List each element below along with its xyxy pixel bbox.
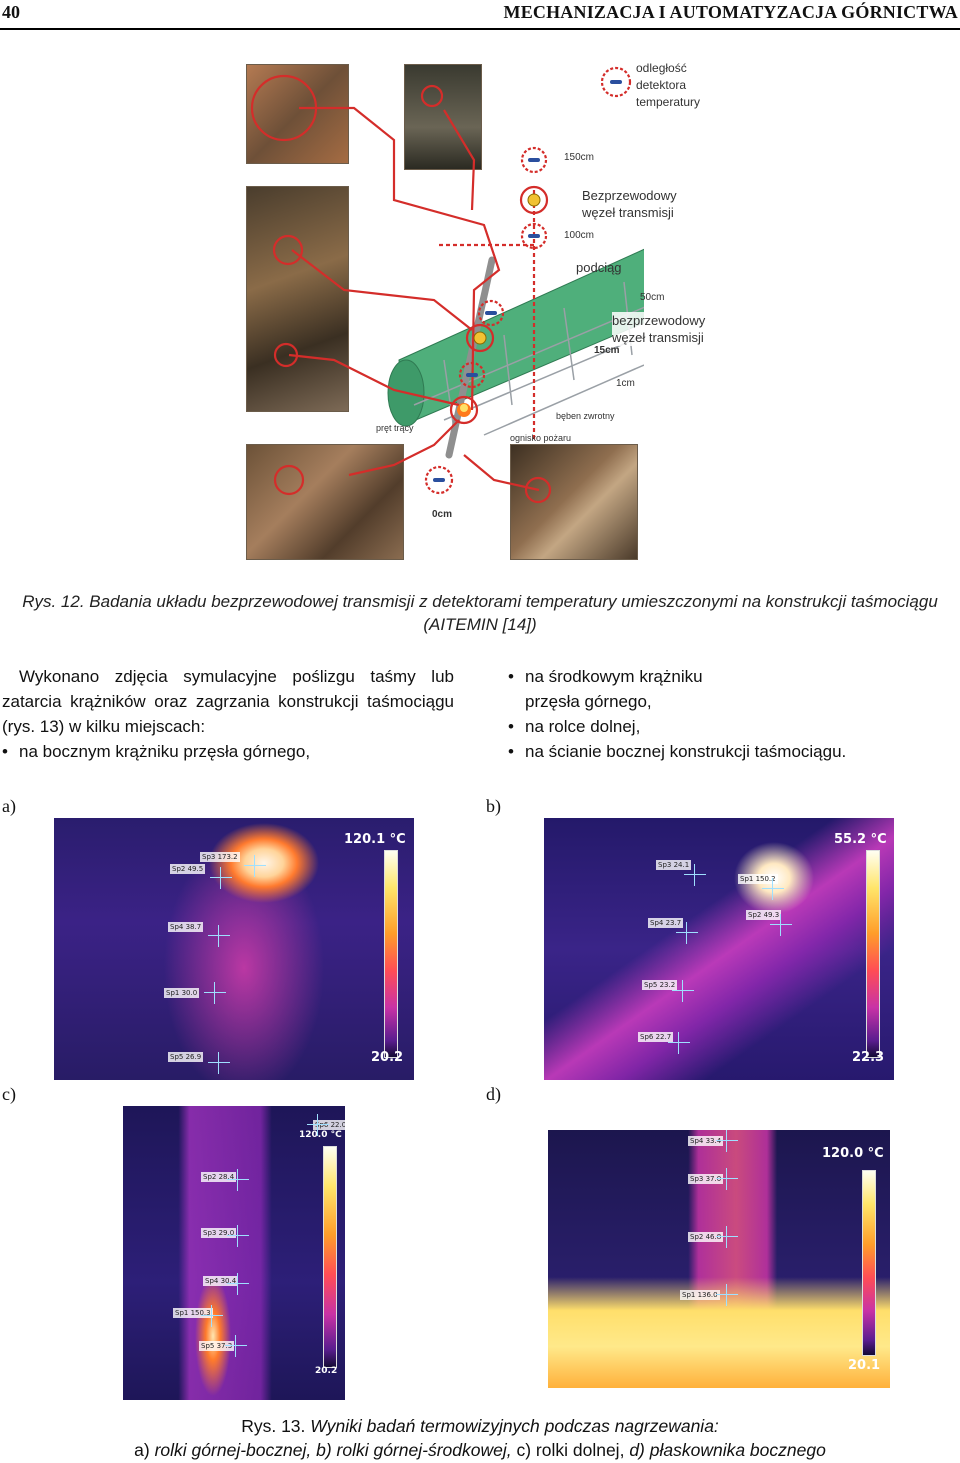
scale-min-label: 20.2 (315, 1366, 338, 1376)
photo-sensor-box (246, 64, 349, 164)
label-distance: odległość detektora temperatury (636, 61, 701, 109)
scale-min-label: 20.2 (371, 1050, 404, 1065)
body-right-column: na środkowym krążniku przęsła górnego, n… (508, 664, 958, 764)
temperature-scale (866, 850, 880, 1058)
photo-drum-right (510, 444, 638, 560)
fire-icon (457, 403, 471, 417)
body-paragraph: Wykonano zdjęcia symulacyjne poślizgu ta… (2, 667, 454, 736)
panel-label-b: b) (486, 796, 501, 816)
label-150cm: 150cm (564, 152, 595, 163)
sensor-markers (433, 80, 622, 482)
page-header: 40 MECHANIZACJA I AUTOMATYZACJA GÓRNICTW… (0, 0, 960, 30)
antenna-icons (473, 193, 541, 345)
panel-label-a: a) (2, 796, 16, 816)
bullet-item: na bocznym krążniku przęsła górnego, (2, 739, 454, 764)
label-drum: bęben zwrotny (556, 411, 615, 421)
thermal-image-d: 120.0 °C 20.1 Sp4 33.4 Sp3 37.0 Sp2 46.8… (548, 1130, 890, 1388)
scale-min-label: 22.3 (852, 1050, 885, 1065)
photo-drum-left (246, 444, 404, 560)
label-0cm: 0cm (432, 509, 453, 520)
figure-12: odległość detektora temperatury Bezprzew… (244, 60, 706, 560)
bullet-item: na ścianie bocznej konstrukcji taśmociąg… (508, 739, 958, 764)
journal-title: MECHANIZACJA I AUTOMATYZACJA GÓRNICTWA (503, 2, 958, 22)
label-node-lower: bezprzewodowy węzeł transmisji (612, 312, 706, 346)
page-number: 40 (2, 2, 20, 22)
label-50cm: 50cm (640, 292, 665, 303)
caption-item-a: rolki górnej-bocznej, (154, 1440, 312, 1460)
thermal-image-a: 120.1 °C 20.2 Sp3 173.2 Sp2 49.5 Sp4 38.… (54, 818, 414, 1080)
label-tension: podciąg (576, 260, 622, 275)
body-left-column: Wykonano zdjęcia symulacyjne poślizgu ta… (2, 664, 454, 764)
highlight-circles (250, 66, 632, 504)
label-15cm: 15cm (594, 345, 620, 356)
caption-prefix: Rys. 13. (241, 1416, 311, 1436)
thermal-image-b: 55.2 °C 22.3 Sp3 24.1 Sp1 150.2 Sp2 49.3… (544, 818, 894, 1080)
label-1cm: 1cm (616, 378, 635, 389)
conveyor-diagram (250, 66, 644, 504)
label-friction: pręt trący (376, 423, 414, 433)
panel-label-d: d) (486, 1084, 501, 1104)
caption-item-b: b) rolki górnej-środkowej, (316, 1440, 512, 1460)
label-node-upper: Bezprzewodowy węzeł transmisji (582, 188, 677, 220)
panel-label-c: c) (2, 1084, 16, 1104)
scale-min-label: 20.1 (848, 1358, 881, 1373)
bullet-item: na rolce dolnej, (508, 714, 958, 739)
figure-13-caption: Rys. 13. Wyniki badań termowizyjnych pod… (0, 1414, 960, 1462)
label-fire: ognisko pożaru (510, 433, 572, 443)
label-100cm: 100cm (564, 230, 595, 241)
scale-max-label: 120.0 °C (822, 1146, 884, 1161)
wire-lines (288, 106, 540, 492)
caption-title: Wyniki badań termowizyjnych podczas nagr… (310, 1416, 719, 1436)
photo-conveyor-side (246, 186, 349, 412)
scale-max-label: 120.0 °C (299, 1130, 342, 1140)
scale-max-label: 120.1 °C (344, 832, 406, 847)
caption-item-d: d) płaskownika bocznego (629, 1440, 826, 1460)
thermal-image-c: 120.0 °C 20.2 Sp6 22.0 Sp2 28.4 Sp3 29.0… (123, 1106, 345, 1400)
bullet-item: na środkowym krążniku przęsła górnego, (508, 664, 738, 714)
temperature-scale (323, 1146, 337, 1368)
figure-12-caption: Rys. 12. Badania układu bezprzewodowej t… (22, 592, 938, 634)
caption-item-a-letter: a) (134, 1440, 155, 1460)
caption-item-c: c) rolki dolnej, (516, 1440, 625, 1460)
temperature-scale (862, 1170, 876, 1356)
scale-max-label: 55.2 °C (834, 832, 887, 847)
temperature-scale (384, 850, 398, 1058)
